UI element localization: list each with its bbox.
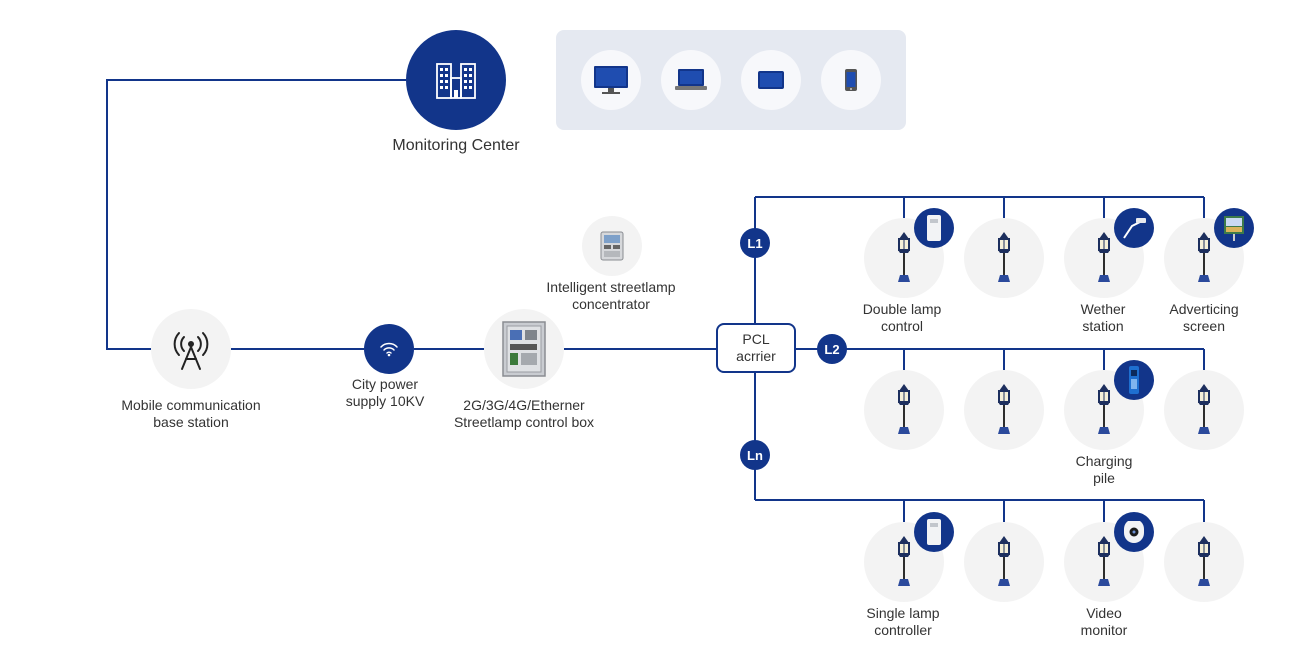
- pcl-line1: PCL: [742, 331, 770, 347]
- lamp-node: [1164, 522, 1244, 602]
- terminal-devices-panel: [556, 30, 906, 130]
- streetlamp-icon: [1098, 384, 1110, 434]
- wifi-signal-icon: [380, 342, 398, 357]
- charging-pile-icon: [1129, 366, 1139, 394]
- streetlamp-icon: [1098, 232, 1110, 282]
- streetlamp-icon: [898, 232, 910, 282]
- controller-device-icon: [927, 215, 941, 241]
- line-badge-l2: L2: [817, 334, 847, 364]
- monitoring-center-label: Monitoring Center: [392, 137, 520, 154]
- control-box-node: [484, 309, 564, 389]
- charging-pile-badge: [1114, 360, 1154, 400]
- desktop-device: [581, 50, 641, 110]
- advertising-screen-badge: [1214, 208, 1254, 248]
- streetlamp-icon: [998, 232, 1010, 282]
- smartphone-icon: [845, 69, 857, 91]
- tablet-device: [741, 50, 801, 110]
- cabinet-icon: [502, 321, 546, 377]
- streetlamp-icon: [1198, 232, 1210, 282]
- monitoring-center-node: [406, 30, 506, 130]
- wire-monitoring-to-base: [106, 79, 406, 350]
- tablet-icon: [758, 71, 784, 89]
- lamp-node: [1164, 370, 1244, 450]
- desktop-monitor-icon: [594, 66, 628, 94]
- concentrator-node: [582, 216, 642, 276]
- power-supply-node: [364, 324, 414, 374]
- streetlamp-icon: [998, 384, 1010, 434]
- controller-device-icon: [927, 519, 941, 545]
- building-icon: [436, 63, 476, 99]
- double-lamp-control-badge: [914, 208, 954, 248]
- streetlamp-icon: [898, 384, 910, 434]
- laptop-icon: [675, 69, 707, 90]
- billboard-icon: [1224, 216, 1244, 241]
- antenna-tower-icon: [173, 332, 209, 370]
- streetlamp-icon: [1198, 536, 1210, 586]
- security-camera-icon: [1124, 521, 1144, 543]
- lamp-node: [864, 370, 944, 450]
- base-station-node: [151, 309, 231, 389]
- streetlamp-icon: [898, 536, 910, 586]
- video-monitor-badge: [1114, 512, 1154, 552]
- weather-station-icon: [1123, 218, 1146, 239]
- line-badge-ln: Ln: [740, 440, 770, 470]
- lamp-node: [964, 218, 1044, 298]
- weather-station-badge: [1114, 208, 1154, 248]
- streetlamp-icon: [998, 536, 1010, 586]
- lamp-node: [964, 370, 1044, 450]
- laptop-device: [661, 50, 721, 110]
- lamp-node: [964, 522, 1044, 602]
- pcl-line2: acrrier: [736, 348, 776, 364]
- meter-icon: [600, 231, 624, 261]
- line-badge-l1: L1: [740, 228, 770, 258]
- streetlamp-icon: [1198, 384, 1210, 434]
- streetlamp-icon: [1098, 536, 1110, 586]
- pcl-carrier-box: PCL acrrier: [716, 323, 796, 373]
- single-lamp-controller-badge: [914, 512, 954, 552]
- smartphone-device: [821, 50, 881, 110]
